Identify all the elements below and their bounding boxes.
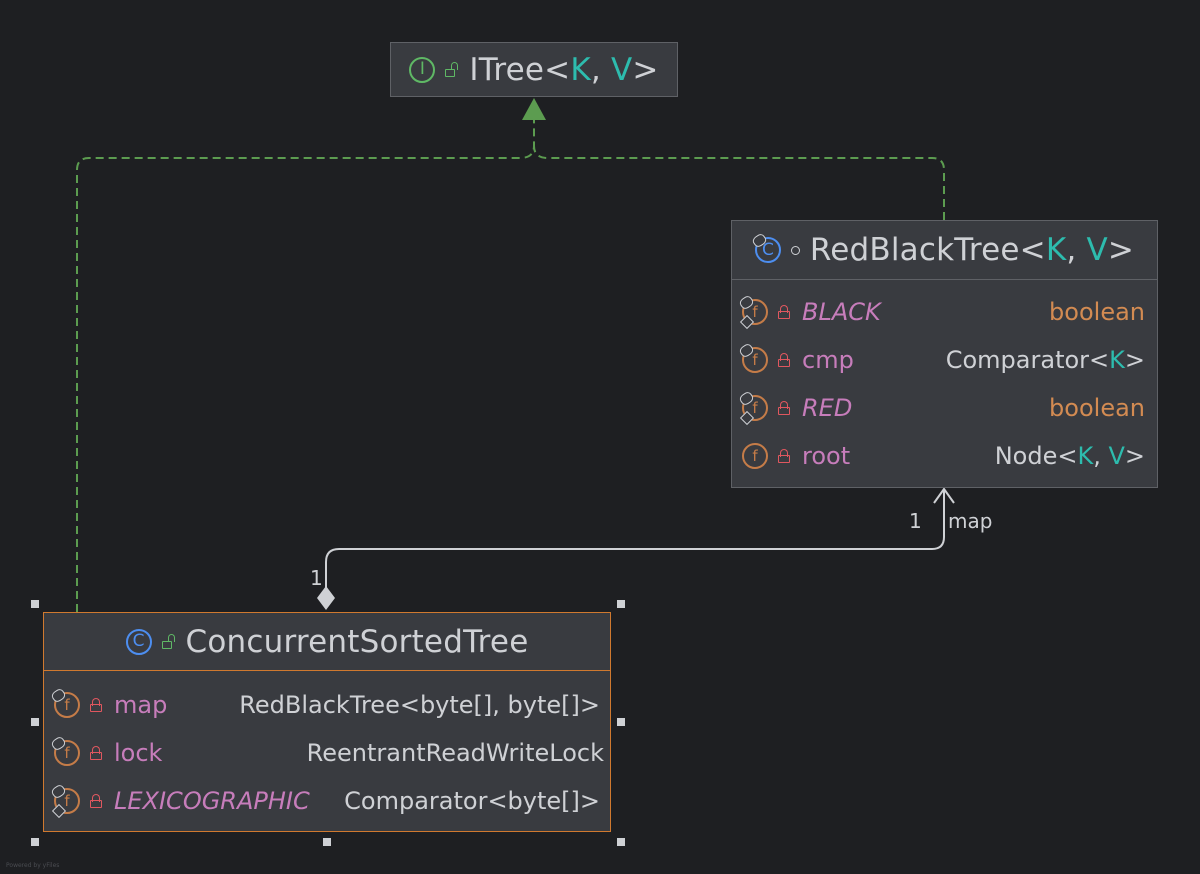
field-row-red[interactable]: f RED boolean — [732, 384, 1157, 432]
redblacktree-header: C RedBlackTree<K, V> — [732, 221, 1157, 280]
field-name: LEXICOGRAPHIC — [114, 787, 310, 815]
field-type: RedBlackTree<byte[], byte[]> — [239, 691, 600, 719]
private-visibility-icon — [90, 697, 102, 713]
field-row-root[interactable]: f root Node<K, V> — [732, 432, 1157, 480]
field-row-cmp[interactable]: f cmp Comparator<K> — [732, 336, 1157, 384]
resize-handle-bottom-left[interactable] — [31, 838, 39, 846]
itree-title: ITree<K, V> — [469, 51, 659, 88]
field-row-black[interactable]: f BLACK boolean — [732, 288, 1157, 336]
class-icon: C — [750, 232, 781, 263]
field-type: boolean — [1049, 298, 1145, 326]
static-field-icon: f — [738, 294, 768, 330]
static-field-icon: f — [50, 783, 80, 819]
field-name: map — [114, 691, 168, 719]
field-name: root — [802, 442, 851, 470]
field-icon: f — [738, 342, 768, 373]
association-edge-map[interactable] — [325, 490, 945, 592]
resize-handle-middle-left[interactable] — [31, 718, 39, 726]
field-type: Comparator<byte[]> — [344, 787, 600, 815]
watermark: Powered by yFiles — [6, 862, 60, 869]
resize-handle-bottom-right[interactable] — [617, 838, 625, 846]
field-row-lock[interactable]: f lock ReentrantReadWriteLock — [44, 729, 610, 777]
association-arrowhead — [933, 487, 955, 504]
field-row-lexicographic[interactable]: f LEXICOGRAPHIC Comparator<byte[]> — [44, 777, 610, 825]
resize-handle-top-right[interactable] — [617, 600, 625, 608]
resize-handle-middle-right[interactable] — [617, 718, 625, 726]
itree-interface-node[interactable]: I ITree<K, V> — [390, 42, 678, 97]
redblacktree-fields: f BLACK boolean f cmp Comparator<K> — [732, 280, 1157, 480]
field-name: lock — [114, 739, 163, 767]
public-visibility-icon — [445, 61, 459, 78]
realization-arrowhead — [522, 98, 546, 120]
concurrentsortedtree-title: ConcurrentSortedTree — [185, 623, 529, 660]
interface-icon: I — [409, 56, 436, 83]
source-multiplicity-label: 1 — [310, 566, 323, 590]
private-visibility-icon — [778, 400, 790, 416]
resize-handle-top-left[interactable] — [31, 600, 39, 608]
association-role-label: map — [948, 509, 993, 533]
field-name: cmp — [802, 346, 854, 374]
field-type: boolean — [1049, 394, 1145, 422]
private-visibility-icon — [778, 304, 790, 320]
concurrentsortedtree-class-node[interactable]: C ConcurrentSortedTree f map RedBlackTre… — [43, 612, 611, 832]
target-multiplicity-label: 1 — [909, 509, 922, 533]
redblacktree-class-node[interactable]: C RedBlackTree<K, V> f BLACK boolean f — [731, 220, 1158, 488]
private-visibility-icon — [90, 745, 102, 761]
concurrentsortedtree-header: C ConcurrentSortedTree — [44, 613, 610, 671]
private-visibility-icon — [90, 793, 102, 809]
composition-diamond — [317, 586, 335, 610]
field-icon: f — [50, 687, 80, 718]
realization-edge-redblacktree[interactable] — [533, 145, 945, 220]
package-private-visibility-icon — [790, 245, 800, 255]
concurrentsortedtree-fields: f map RedBlackTree<byte[], byte[]> f loc… — [44, 671, 610, 825]
resize-handle-bottom-center[interactable] — [323, 838, 331, 846]
private-visibility-icon — [778, 448, 790, 464]
field-type: Node<K, V> — [994, 442, 1145, 470]
field-type: ReentrantReadWriteLock — [306, 739, 604, 767]
redblacktree-title: RedBlackTree<K, V> — [809, 232, 1135, 268]
field-icon: f — [50, 735, 80, 766]
field-name: BLACK — [802, 298, 881, 326]
field-type: Comparator<K> — [945, 346, 1145, 374]
itree-header: I ITree<K, V> — [391, 43, 677, 96]
field-row-map[interactable]: f map RedBlackTree<byte[], byte[]> — [44, 681, 610, 729]
field-icon: f — [742, 443, 768, 469]
realization-edge-concurrentsortedtree[interactable] — [76, 120, 535, 612]
static-field-icon: f — [738, 390, 768, 426]
class-icon: C — [125, 628, 152, 655]
private-visibility-icon — [778, 352, 790, 368]
public-visibility-icon — [161, 633, 176, 650]
field-name: RED — [802, 394, 853, 422]
